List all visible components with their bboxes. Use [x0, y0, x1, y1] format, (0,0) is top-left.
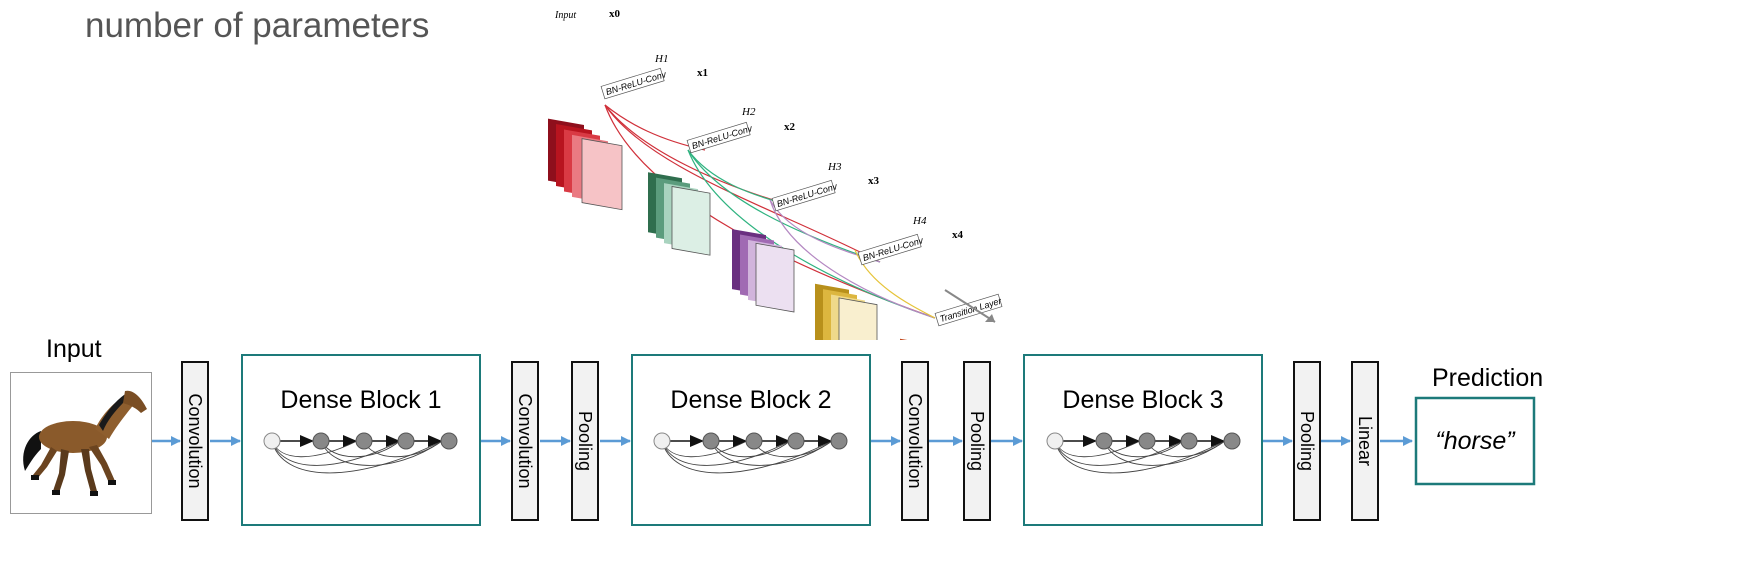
input-image [10, 372, 152, 514]
layer-box-convolution-1 [181, 361, 209, 521]
dense-block-1: Dense Block 1 [241, 354, 481, 526]
label-x1: x1 [697, 67, 708, 79]
dense-block-3-title: Dense Block 3 [1062, 386, 1223, 414]
prediction-value: “horse” [1435, 427, 1516, 455]
dense-block-1-graph [263, 432, 458, 474]
heading: number of parameters [85, 6, 430, 45]
layer-label-pooling-2: Pooling [967, 411, 987, 471]
label-x3: x3 [868, 175, 880, 187]
layer-labels: Convolution Convolution Pooling Convolut… [185, 393, 1375, 488]
layer-box-convolution-3 [901, 361, 929, 521]
label-x2: x2 [784, 121, 796, 133]
layer-label-pooling-3: Pooling [1297, 411, 1317, 471]
dense-block-2: Dense Block 2 [631, 354, 871, 526]
feature-map-x0 [548, 118, 623, 211]
layer-label-convolution-1: Convolution [185, 393, 205, 488]
label-h4: H4 [912, 215, 927, 227]
transition-arrow-head [985, 314, 995, 322]
feature-map-x3 [815, 283, 878, 340]
layer-label-linear: Linear [1355, 416, 1375, 466]
dense-connections [604, 104, 936, 319]
prediction-box [1414, 396, 1536, 486]
densenet-connectivity-diagram: Input x0 H1 x1 H2 x2 H3 x3 H4 x4 BN-R [548, 8, 1003, 340]
prediction-label: Prediction [1432, 364, 1543, 392]
label-h3: H3 [827, 161, 842, 173]
layer-box-linear [1351, 361, 1379, 521]
label-h1: H1 [654, 53, 668, 65]
layer-label-convolution-3: Convolution [905, 393, 925, 488]
dense-block-2-graph [653, 432, 848, 474]
horse-photo-icon [23, 390, 147, 496]
dense-block-2-title: Dense Block 2 [670, 386, 831, 414]
pipeline-input-label: Input [46, 335, 102, 363]
layer-boxes [181, 361, 1379, 521]
dense-block-3-graph [1046, 432, 1241, 474]
transition-arrow [944, 289, 996, 323]
label-h2: H2 [741, 106, 756, 118]
layer-label-pooling-1: Pooling [575, 411, 595, 471]
feature-map-x2 [732, 229, 795, 313]
label-x0: x0 [609, 8, 621, 20]
layer-box-convolution-2 [511, 361, 539, 521]
label-x4: x4 [952, 229, 964, 241]
top-input-label: Input [554, 10, 576, 21]
layer-box-pooling-2 [963, 361, 991, 521]
dense-block-1-title: Dense Block 1 [280, 386, 441, 414]
dense-block-3: Dense Block 3 [1023, 354, 1263, 526]
feature-map-x1 [648, 172, 711, 256]
layer-label-convolution-2: Convolution [515, 393, 535, 488]
layer-box-pooling-3 [1293, 361, 1321, 521]
layer-box-pooling-1 [571, 361, 599, 521]
